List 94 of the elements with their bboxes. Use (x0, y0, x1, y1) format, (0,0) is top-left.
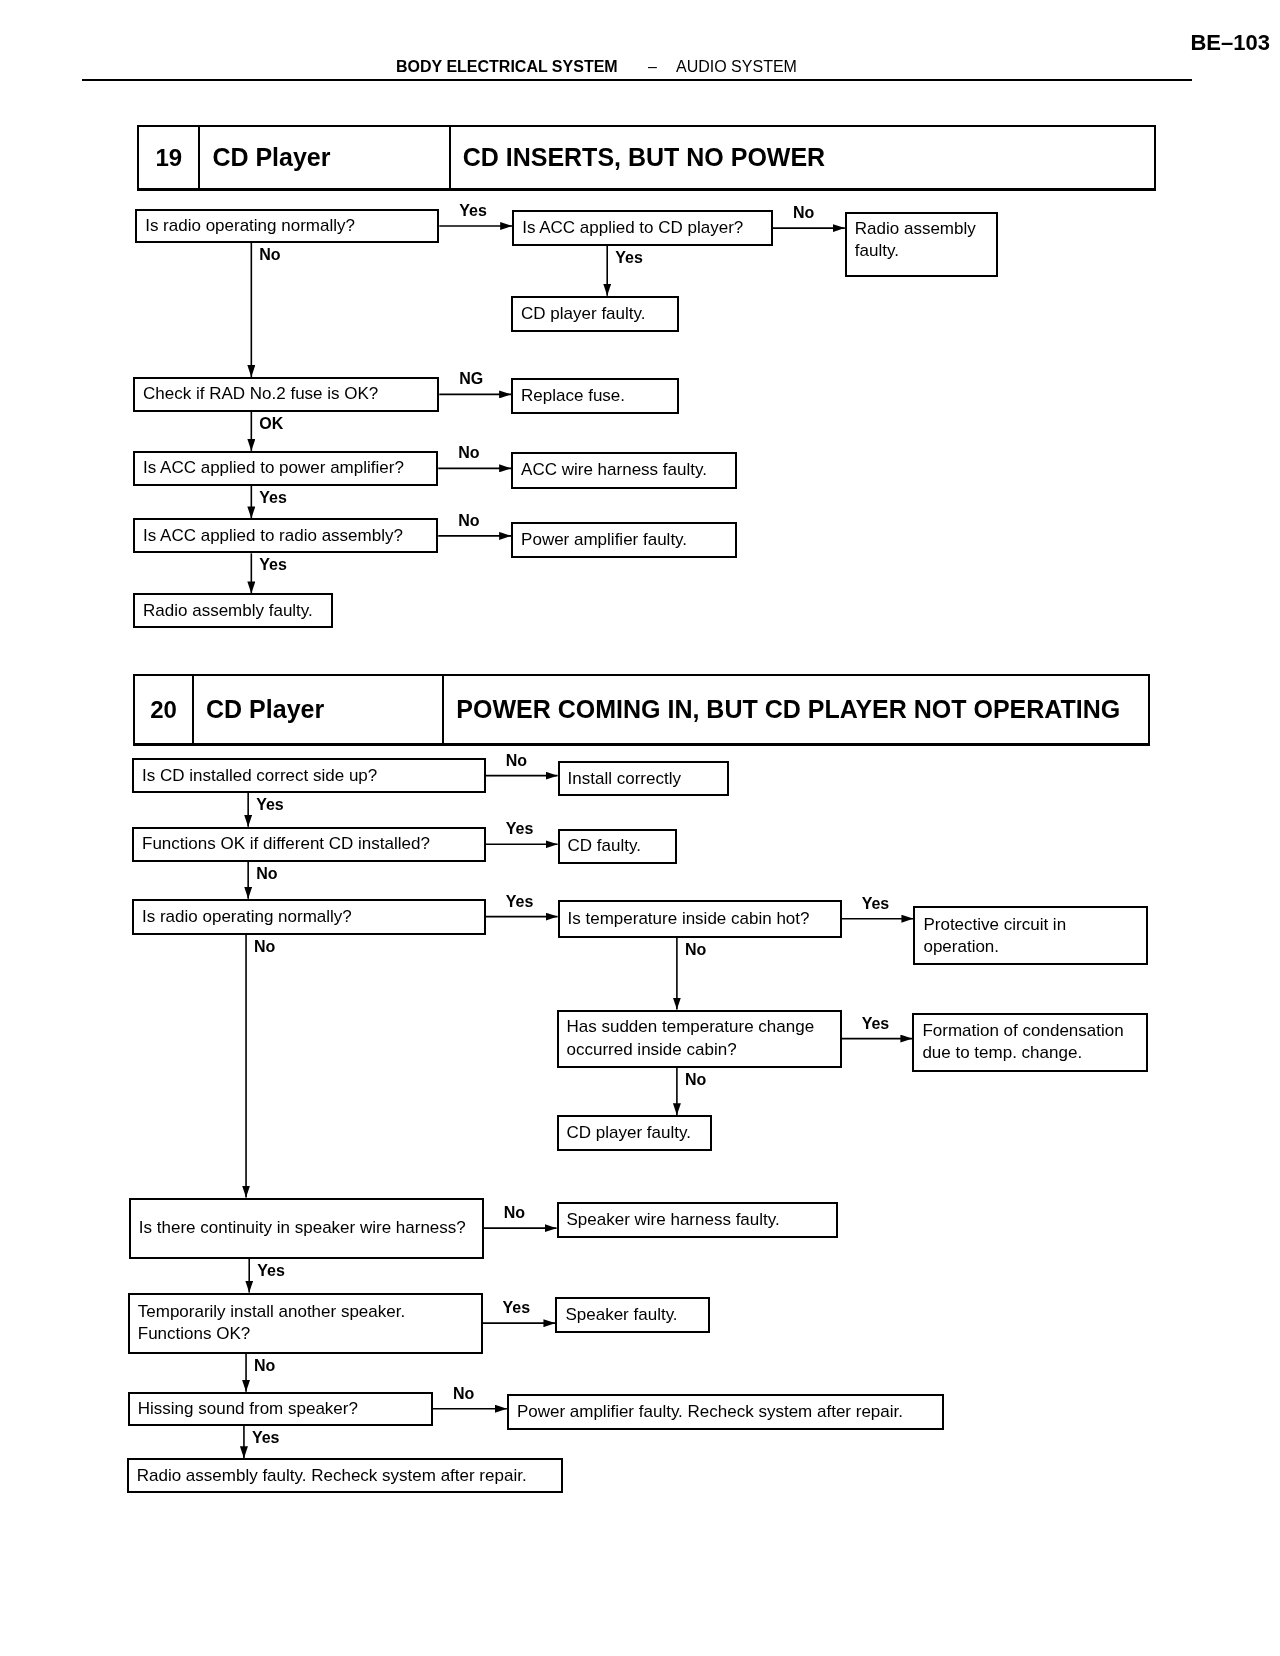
running-header-text: AUDIO SYSTEM (676, 58, 797, 76)
arrow (437, 531, 512, 540)
arrow (242, 933, 251, 1199)
box-text: Replace fuse. (521, 384, 626, 407)
section-number: 19 (154, 142, 184, 173)
box-text: Radio assembly faulty. (143, 599, 313, 622)
box-text: Power amplifier faulty. Recheck system after repair. (516, 1400, 903, 1423)
arrow (247, 242, 256, 378)
arrow (484, 840, 559, 849)
arrow (242, 1353, 251, 1393)
running-header-text: BODY ELECTRICAL SYSTEM (396, 58, 618, 76)
arrow (432, 1404, 508, 1413)
section-title: CD Player (192, 675, 443, 743)
arrow (482, 1224, 558, 1233)
arrow (672, 936, 681, 1011)
arrow (672, 1066, 681, 1116)
box-text: CD player faulty. (521, 302, 646, 325)
flowchart-box (132, 826, 486, 862)
flowchart-box (506, 1393, 945, 1430)
box-text: Power amplifier faulty. (521, 528, 688, 551)
box-text: CD faulty. (567, 835, 641, 858)
box-text: Speaker wire harness faulty. (566, 1208, 780, 1231)
flowchart-box (912, 1012, 1148, 1072)
page-number: BE–103 (1190, 30, 1270, 56)
flowchart-box (556, 1115, 712, 1151)
box-text: Is CD installed correct side up? (142, 764, 378, 787)
flowchart-box (557, 828, 677, 864)
flowchart-box (126, 1458, 563, 1494)
box-text: Is there continuity in speaker wire harness? (138, 1217, 466, 1240)
arrow (481, 1319, 557, 1328)
flowchart-box (555, 1296, 710, 1333)
arrow (484, 912, 559, 921)
flowchart-box (913, 906, 1148, 966)
arrow (244, 792, 253, 828)
section-title: CD Player (198, 126, 449, 189)
box-text: Is radio operating normally? (142, 905, 352, 928)
flowchart-box (511, 378, 679, 414)
box-text: Speaker faulty. (565, 1303, 678, 1326)
section-header (133, 673, 1150, 746)
flowchart-box (132, 898, 486, 935)
arrow (244, 860, 253, 900)
arrow (247, 411, 256, 452)
section-header (137, 124, 1157, 192)
flowchart-box (135, 209, 440, 243)
flowchart-box (127, 1292, 483, 1354)
box-text: Radio assembly faulty. (854, 218, 977, 263)
arrow (603, 245, 612, 297)
arrow (772, 224, 846, 233)
flowchart-box (132, 758, 486, 794)
box-text: Install correctly (567, 767, 681, 790)
arrow (247, 552, 256, 595)
box-text: Check if RAD No.2 fuse is OK? (143, 383, 379, 406)
flowchart-box (133, 518, 439, 554)
box-text: Has sudden temperature change occurred inside cabin? (566, 1016, 816, 1061)
box-text: Temporarily install another speaker. Functions OK? (137, 1301, 407, 1346)
flowchart-box (133, 450, 439, 486)
arrow (438, 222, 513, 230)
arrow (239, 1424, 248, 1460)
flowchart-box (511, 295, 679, 332)
flowchart-box (511, 521, 738, 558)
flowchart-box (512, 210, 773, 247)
flowchart-box (128, 1197, 484, 1259)
box-text: Formation of condensation due to temp. change. (922, 1020, 1125, 1065)
section-title: POWER COMING IN, BUT CD PLAYER NOT OPERATING (442, 675, 1148, 743)
section-title: CD INSERTS, BUT NO POWER (448, 126, 1155, 189)
box-text: Is ACC applied to radio assembly? (143, 524, 403, 547)
arrow (437, 464, 512, 473)
flowchart-box (556, 1201, 839, 1238)
flowchart-box (127, 1391, 433, 1426)
arrow (245, 1257, 254, 1294)
running-header-text: – (648, 58, 657, 76)
box-text: Is ACC applied to power amplifier? (143, 457, 404, 480)
box-text: Hissing sound from speaker? (137, 1397, 358, 1420)
box-text: ACC wire harness faulty. (521, 459, 707, 482)
flowchart-box (557, 761, 729, 797)
arrow (840, 914, 915, 923)
flowchart-box (133, 377, 440, 412)
box-text: Radio assembly faulty. Recheck system after repair. (136, 1464, 527, 1487)
flowchart-box (844, 212, 998, 277)
flowchart-box (511, 451, 738, 489)
flowchart-box (556, 1009, 842, 1068)
arrow (484, 771, 559, 780)
flowchart-box (557, 899, 842, 938)
box-text: Is temperature inside cabin hot? (567, 907, 810, 930)
arrow (438, 390, 512, 399)
flowchart-box (133, 593, 333, 629)
arrow (840, 1034, 914, 1043)
box-text: Functions OK if different CD installed? (142, 833, 430, 856)
box-text: CD player faulty. (566, 1122, 691, 1144)
box-text: Is ACC applied to CD player? (522, 217, 744, 240)
box-text: Protective circuit in operation. (923, 913, 1068, 958)
section-number: 20 (149, 694, 178, 725)
arrow (247, 484, 256, 520)
box-text: Is radio operating normally? (145, 214, 355, 237)
